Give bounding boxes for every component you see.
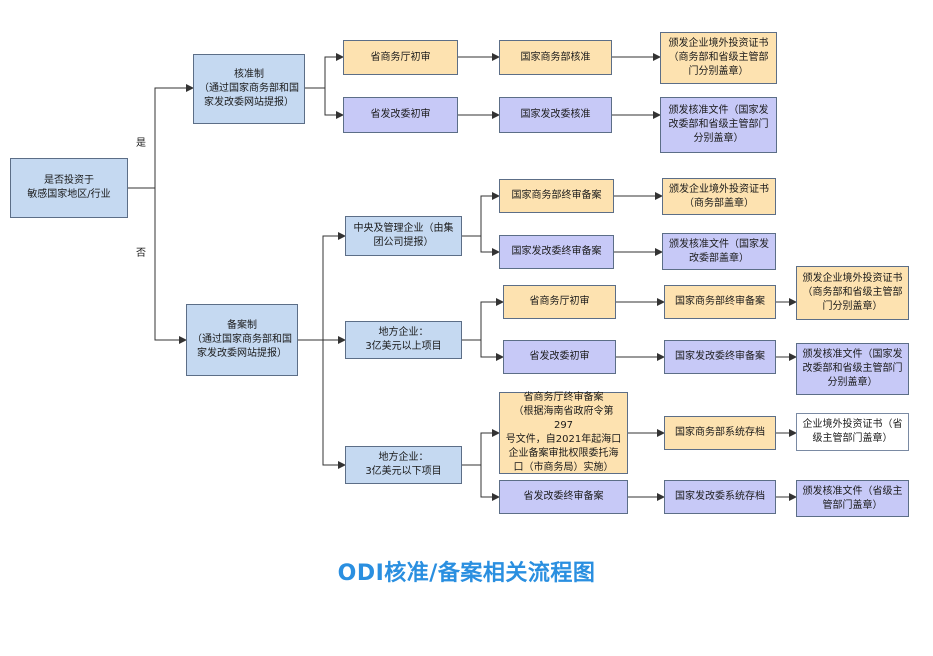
approval-row2-step2: 国家发改委核准 [499,97,612,133]
local-above-row1-step2: 国家商务部终审备案 [664,285,776,319]
root-node: 是否投资于 敏感国家地区/行业 [10,158,128,218]
approval-row2-step3: 颁发核准文件（国家发 改委部和省级主管部门 分别盖章） [660,97,777,153]
local-below-300m-node: 地方企业： 3亿美元以下项目 [345,446,462,484]
local-above-row2-step1: 省发改委初审 [503,340,616,374]
local-above-row2-step3: 颁发核准文件（国家发 改委部和省级主管部门 分别盖章） [796,343,909,395]
local-below-row1-step1: 省商务厅终审备案 （根据海南省政府令第297 号文件，自2021年起海口 企业备… [499,392,628,474]
local-below-row2-step3: 颁发核准文件（省级主 管部门盖章） [796,480,909,517]
approval-row1-step3: 颁发企业境外投资证书 （商务部和省级主管部 门分别盖章） [660,32,777,84]
local-above-row1-step3: 颁发企业境外投资证书 （商务部和省级主管部 门分别盖章） [796,266,909,320]
approval-row1-step1: 省商务厅初审 [343,40,458,75]
local-above-300m-node: 地方企业： 3亿美元以上项目 [345,321,462,359]
local-below-row1-step3: 企业境外投资证书（省 级主管部门盖章） [796,413,909,451]
yes-label: 是 [136,138,146,149]
central-row1-step1: 国家商务部终审备案 [499,179,614,213]
central-row2-step2: 颁发核准文件（国家发 改委部盖章） [662,233,776,270]
local-below-row1-step2: 国家商务部系统存档 [664,416,776,450]
local-below-row2-step1: 省发改委终审备案 [499,480,628,514]
approval-row2-step1: 省发改委初审 [343,97,458,133]
local-below-row2-step2: 国家发改委系统存档 [664,480,776,514]
no-label: 否 [136,248,146,259]
filing-head-node: 备案制 （通过国家商务部和国 家发改委网站提报） [186,304,298,376]
local-above-row2-step2: 国家发改委终审备案 [664,340,776,374]
approval-row1-step2: 国家商务部核准 [499,40,612,75]
diagram-title: ODI核准/备案相关流程图 [337,561,596,586]
central-enterprise-node: 中央及管理企业（由集 团公司提报） [345,216,462,256]
central-row2-step1: 国家发改委终审备案 [499,235,614,269]
local-above-row1-step1: 省商务厅初审 [503,285,616,319]
approval-head-node: 核准制 （通过国家商务部和国 家发改委网站提报） [193,54,305,124]
central-row1-step2: 颁发企业境外投资证书 （商务部盖章） [662,178,776,215]
